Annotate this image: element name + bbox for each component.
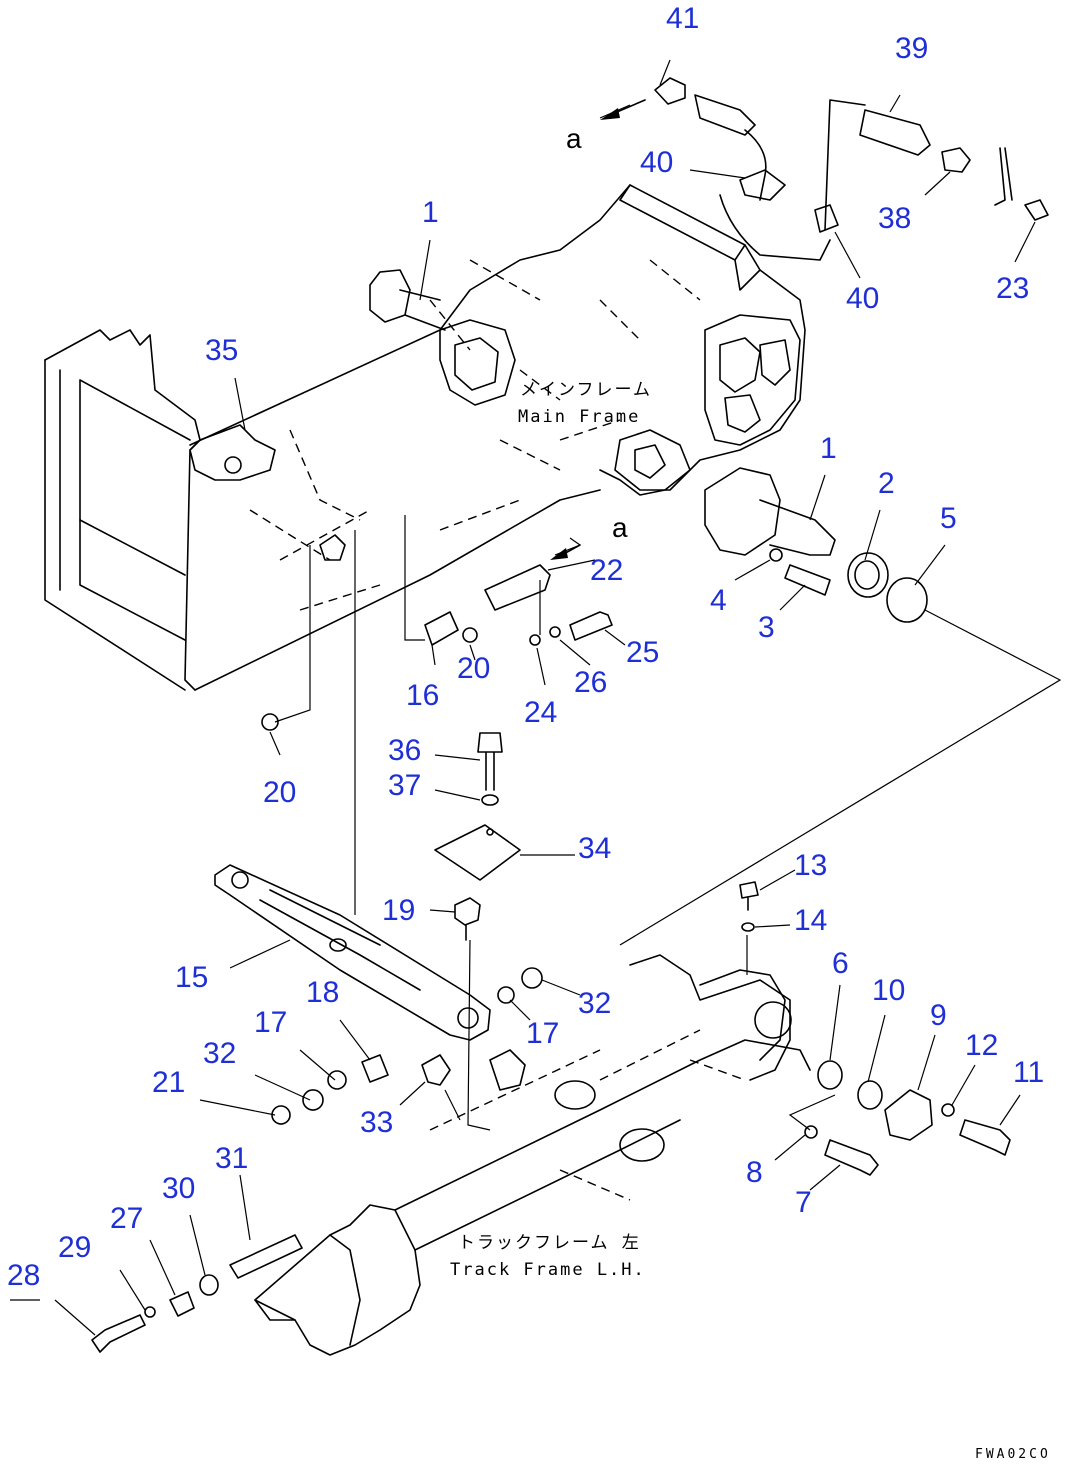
callout: 37 xyxy=(388,769,421,802)
callout: 29 xyxy=(58,1231,91,1264)
callout: 14 xyxy=(794,904,827,937)
callout: 33 xyxy=(360,1106,393,1139)
callout: 12 xyxy=(965,1029,998,1062)
connection-lines xyxy=(274,515,1062,1131)
drawing-code: FWA02CO xyxy=(975,1447,1051,1462)
callout: 31 xyxy=(215,1142,248,1175)
callout: 40 xyxy=(846,282,879,315)
callout: 8 xyxy=(746,1156,763,1189)
main-frame-label-en: Main Frame xyxy=(518,407,640,427)
callout: 21 xyxy=(152,1066,185,1099)
parts-drawing xyxy=(91,77,1049,1353)
callout: 41 xyxy=(666,2,699,35)
callout: 5 xyxy=(940,502,957,535)
track-frame-label-en: Track Frame L.H. xyxy=(450,1260,646,1280)
callout: 40 xyxy=(640,146,673,179)
track-frame-drawing xyxy=(254,954,811,1356)
callout: 2 xyxy=(878,467,895,500)
reference-arrows xyxy=(550,99,646,560)
callout: 13 xyxy=(794,849,827,882)
callout: 1 xyxy=(422,196,439,229)
callout: 3 xyxy=(758,611,775,644)
callout: 38 xyxy=(878,202,911,235)
callout: 18 xyxy=(306,976,339,1009)
callout: 20 xyxy=(263,776,296,809)
main-frame-drawing xyxy=(44,184,806,691)
callout: 20 xyxy=(457,652,490,685)
callout: 16 xyxy=(406,679,439,712)
callout: 17 xyxy=(254,1006,287,1039)
callout: 4 xyxy=(710,584,727,617)
callout: 26 xyxy=(574,666,607,699)
callout: 22 xyxy=(590,554,623,587)
callout: 25 xyxy=(626,636,659,669)
callout: 32 xyxy=(578,987,611,1020)
callout: 35 xyxy=(205,334,238,367)
callout-numbers: 41 39 40 38 23 40 1 35 1 2 5 22 4 3 25 2… xyxy=(7,2,1044,1292)
callout: 17 xyxy=(526,1017,559,1050)
callout: 15 xyxy=(175,961,208,994)
callout: 30 xyxy=(162,1172,195,1205)
main-frame-label-jp: メインフレーム xyxy=(520,380,652,400)
callout: 11 xyxy=(1013,1056,1044,1089)
track-frame-label-jp: トラックフレーム 左 xyxy=(458,1233,641,1253)
callout: 36 xyxy=(388,734,421,767)
callout: 24 xyxy=(524,696,557,729)
callout: 1 xyxy=(820,432,837,465)
callout: 28 xyxy=(7,1259,40,1292)
callout: 23 xyxy=(996,272,1029,305)
callout: 6 xyxy=(832,947,849,980)
callout: 7 xyxy=(795,1186,812,1219)
callout: 39 xyxy=(895,32,928,65)
callout: 27 xyxy=(110,1202,143,1235)
equalizer-arm-drawing xyxy=(214,864,491,1041)
callout: 32 xyxy=(203,1037,236,1070)
leader-lines xyxy=(10,59,1036,1336)
reference-a-mid: a xyxy=(612,512,628,543)
callout: 19 xyxy=(382,894,415,927)
callout: 9 xyxy=(930,999,947,1032)
callout: 34 xyxy=(578,832,611,865)
callout: 10 xyxy=(872,974,905,1007)
reference-a-top: a xyxy=(566,123,582,154)
